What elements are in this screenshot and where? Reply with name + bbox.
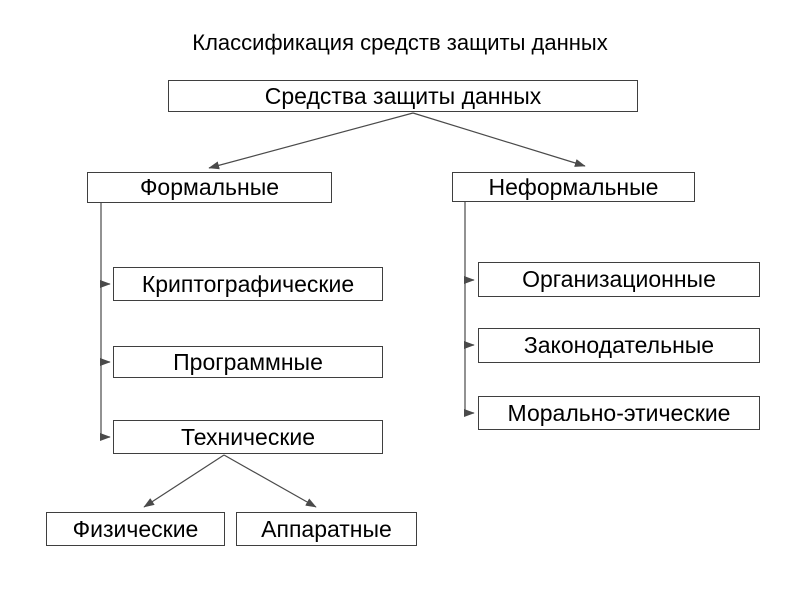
edge-technical-hardware — [223, 454, 317, 508]
node-formal: Формальные — [87, 172, 332, 203]
diagram-title: Классификация средств защиты данных — [192, 30, 608, 55]
node-technical: Технические — [113, 420, 383, 454]
edge-root-informal — [412, 112, 586, 167]
node-legislative: Законодательные — [478, 328, 760, 363]
node-hardware: Аппаратные — [236, 512, 417, 546]
edge-root-formal — [208, 112, 414, 170]
node-informal: Неформальные — [452, 172, 695, 202]
node-software: Программные — [113, 346, 383, 378]
node-cryptographic: Криптографические — [113, 267, 383, 301]
node-organizational: Организационные — [478, 262, 760, 297]
node-data-protection-means: Средства защиты данных — [168, 80, 638, 112]
node-moral-ethical: Морально-этические — [478, 396, 760, 430]
edge-technical-physical — [143, 454, 225, 508]
node-physical: Физические — [46, 512, 225, 546]
